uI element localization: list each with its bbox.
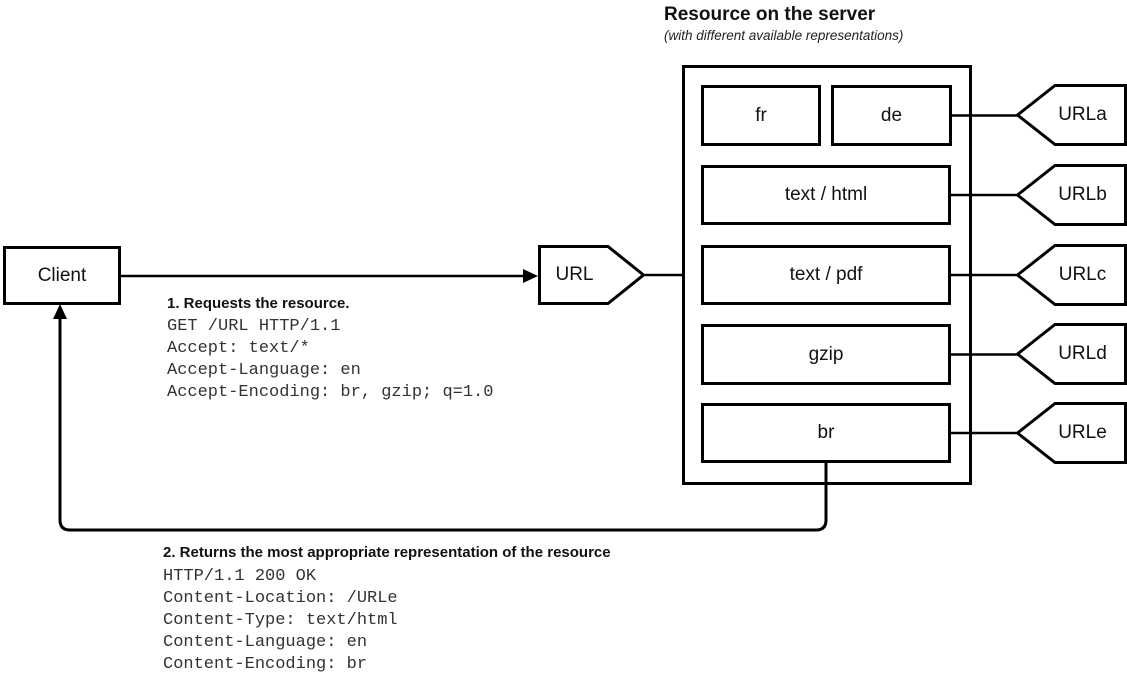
- representation-label: text / html: [784, 184, 868, 205]
- url-variant-tag-urlb: URLb: [1016, 164, 1127, 226]
- url-variant-label: URLc: [1058, 264, 1107, 285]
- url-variant-shape: [1016, 164, 1127, 226]
- url-variant-shape: [1016, 84, 1127, 146]
- url-tag-shape: [538, 245, 645, 305]
- request-message-block: 1. Requests the resource. GET /URL HTTP/…: [167, 294, 493, 404]
- request-arrowhead-icon: [523, 269, 538, 283]
- url-variant-tag-urld: URLd: [1016, 323, 1127, 385]
- client-label: Client: [37, 264, 87, 286]
- response-arrowhead-icon: [53, 304, 67, 319]
- client-box: Client: [3, 246, 121, 305]
- response-step-label: 2. Returns the most appropriate represen…: [163, 544, 611, 561]
- url-tag-label: URL: [555, 264, 594, 285]
- response-line: Content-Location: /URLe: [163, 589, 398, 608]
- request-step-label: 1. Requests the resource.: [167, 295, 350, 312]
- url-variant-label: URLe: [1058, 422, 1107, 443]
- representation-label: gzip: [808, 343, 844, 365]
- representation-box-de: de: [831, 85, 952, 146]
- request-line: GET /URL HTTP/1.1: [167, 317, 341, 336]
- request-headers: GET /URL HTTP/1.1 Accept: text/* Accept-…: [167, 316, 493, 404]
- representation-label: br: [817, 422, 835, 443]
- url-variant-label: URLd: [1058, 343, 1107, 364]
- representation-box-br: br: [701, 403, 951, 463]
- request-line: Accept-Encoding: br, gzip; q=1.0: [167, 383, 494, 402]
- representation-label: de: [880, 104, 903, 126]
- representation-box-text-html: text / html: [701, 165, 951, 225]
- response-headers: HTTP/1.1 200 OK Content-Location: /URLe …: [163, 566, 611, 676]
- representation-box-fr: fr: [701, 85, 821, 146]
- representation-box-text-pdf: text / pdf: [701, 245, 951, 305]
- url-variant-shape: [1016, 323, 1127, 385]
- representation-label: text / pdf: [789, 264, 863, 285]
- representation-label: fr: [755, 104, 767, 126]
- response-line: Content-Type: text/html: [163, 611, 398, 630]
- response-message-block: 2. Returns the most appropriate represen…: [163, 543, 611, 676]
- url-variant-label: URLa: [1058, 104, 1107, 125]
- response-line: HTTP/1.1 200 OK: [163, 567, 317, 586]
- request-line: Accept-Language: en: [167, 361, 361, 380]
- url-variant-shape: [1016, 244, 1127, 306]
- representation-box-gzip: gzip: [701, 324, 951, 385]
- url-variant-tag-urlc: URLc: [1016, 244, 1127, 306]
- diagram-title: Resource on the server: [664, 4, 876, 25]
- request-line: Accept: text/*: [167, 339, 310, 358]
- url-variant-label: URLb: [1058, 184, 1107, 205]
- server-title-block: Resource on the server (with different a…: [664, 3, 903, 45]
- url-variant-tag-urla: URLa: [1016, 84, 1127, 146]
- diagram-subtitle: (with different available representation…: [664, 28, 904, 43]
- url-variant-tag-urle: URLe: [1016, 402, 1127, 464]
- response-line: Content-Encoding: br: [163, 655, 368, 674]
- url-variant-shape: [1016, 402, 1127, 464]
- response-line: Content-Language: en: [163, 633, 368, 652]
- url-tag: URL: [538, 245, 645, 305]
